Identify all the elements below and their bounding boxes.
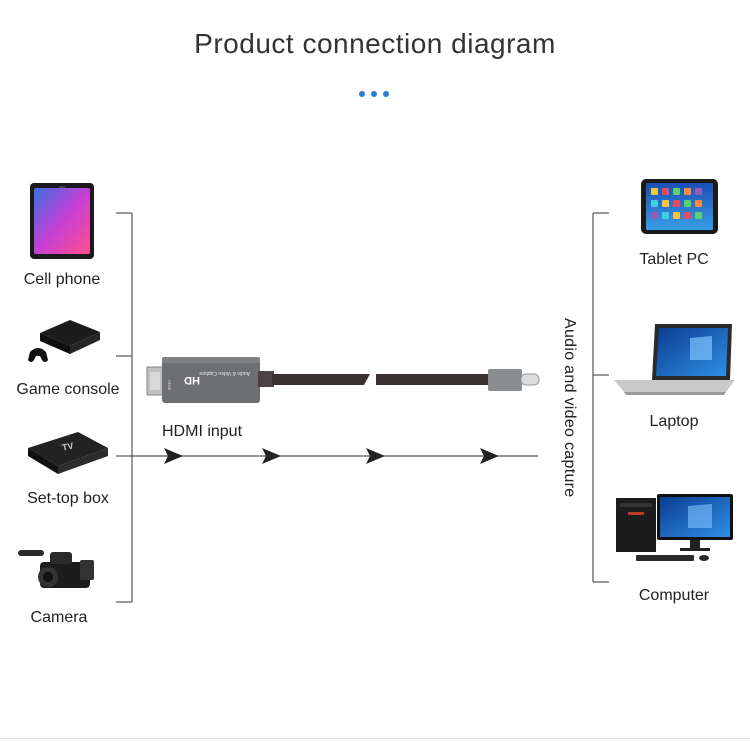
audio-video-capture-label: Audio and video capture — [561, 318, 578, 498]
decoration-dot — [371, 91, 377, 97]
output-label-tablet: Tablet PC — [639, 251, 709, 268]
cell-phone-icon — [30, 183, 94, 259]
input-bracket — [116, 212, 133, 603]
input-label-set-top-box: Set-top box — [27, 490, 109, 507]
decoration-dot — [359, 91, 365, 97]
decoration-dot — [383, 91, 389, 97]
svg-text:HDMI: HDMI — [167, 380, 172, 390]
capture-device: HD Audio & Video Capture HDMI — [146, 357, 540, 403]
arrow-icon — [480, 448, 499, 464]
signal-arrows — [164, 448, 499, 464]
arrow-icon — [262, 448, 281, 464]
svg-text:HD: HD — [184, 374, 200, 386]
input-label-camera: Camera — [30, 609, 88, 626]
hdmi-input-label: HDMI input — [162, 423, 243, 440]
laptop-icon — [614, 324, 735, 395]
output-label-laptop: Laptop — [649, 413, 699, 430]
tablet-icon — [641, 179, 718, 234]
output-bracket — [592, 212, 609, 583]
camera-icon — [18, 550, 94, 588]
bottom-divider — [0, 738, 750, 739]
page-title: Product connection diagram — [194, 28, 556, 59]
input-label-cell-phone: Cell phone — [23, 271, 101, 288]
game-console-icon — [28, 320, 100, 362]
arrow-icon — [164, 448, 183, 464]
arrow-icon — [366, 448, 385, 464]
title-decoration-dots — [359, 91, 391, 99]
set-top-box-icon: TV — [28, 432, 108, 474]
svg-text:TV: TV — [61, 441, 74, 453]
output-label-computer: Computer — [638, 587, 710, 604]
input-label-game-console: Game console — [16, 381, 120, 398]
computer-icon — [616, 494, 733, 561]
svg-text:Audio & Video Capture: Audio & Video Capture — [199, 370, 250, 376]
